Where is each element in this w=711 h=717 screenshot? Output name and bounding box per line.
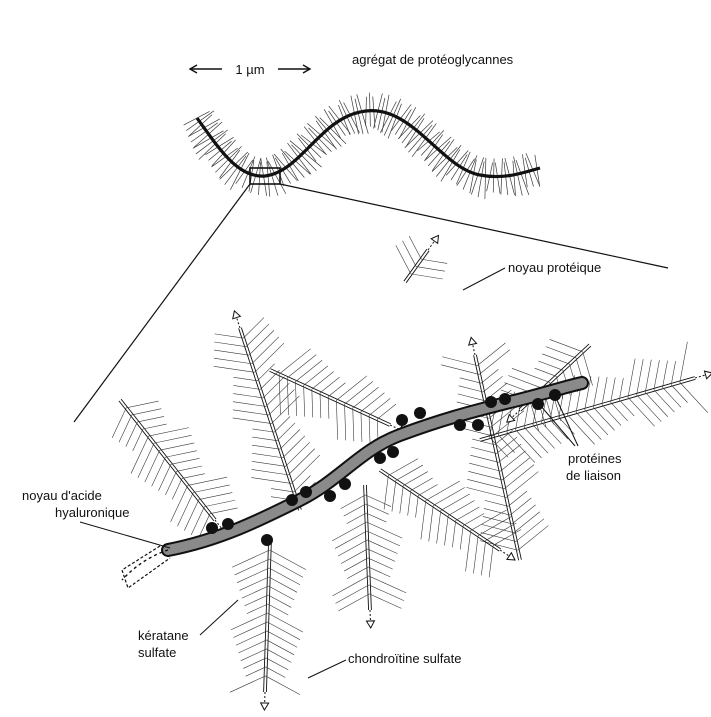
hyaluronic-label-line2: hyaluronique <box>55 505 129 520</box>
scale-bar: 1 µm <box>190 62 310 77</box>
proteoglycan-monomer <box>269 349 406 443</box>
zoom-line-left <box>74 184 250 422</box>
hyaluronic-label-line1: noyau d'acide <box>22 488 102 503</box>
link-protein-dot <box>472 419 484 431</box>
link-protein-dot <box>286 494 298 506</box>
link-protein-dot <box>374 452 386 464</box>
aggregate-label: agrégat de protéoglycannes <box>352 52 514 67</box>
scale-bar-label: 1 µm <box>235 62 264 77</box>
proteoglycan-monomer <box>396 235 447 282</box>
link-protein-dot <box>499 393 511 405</box>
link-protein-dot <box>339 478 351 490</box>
hyaluronic-pointer <box>80 522 170 548</box>
aggregate-bristle <box>485 158 486 199</box>
link-protein-dot <box>387 446 399 458</box>
aggregate-core-strand <box>197 111 540 177</box>
proteoglycan-monomer <box>441 337 548 560</box>
keratan-label-line2: sulfate <box>138 645 176 660</box>
link-protein-dot <box>396 414 408 426</box>
link-protein-dot <box>300 486 312 498</box>
aggregate-bristle <box>478 162 484 197</box>
proteoglycan-monomer <box>230 540 306 710</box>
aggregate-bristles <box>184 93 540 199</box>
link-proteins-label-line2: de liaison <box>566 468 621 483</box>
link-protein-dot <box>324 490 336 502</box>
link-protein-dot <box>261 534 273 546</box>
keratan-label-line1: kératane <box>138 628 189 643</box>
zoom-line-right <box>280 184 668 268</box>
core-protein-pointer <box>463 268 505 290</box>
aggregate-bristle <box>259 162 261 195</box>
link-protein-dot <box>485 396 497 408</box>
aggregate-bristle <box>355 99 363 134</box>
link-protein-dot <box>454 419 466 431</box>
link-proteins-label-line1: protéines <box>568 451 622 466</box>
proteoglycan-monomer <box>112 399 237 539</box>
aggregate-bristle <box>388 104 401 139</box>
keratan-pointer <box>200 600 238 635</box>
link-protein-dot <box>206 522 218 534</box>
link-protein-dot <box>414 407 426 419</box>
proteoglycan-monomer <box>214 311 320 511</box>
chondroitin-label: chondroïtine sulfate <box>348 651 461 666</box>
link-protein-dot <box>222 518 234 530</box>
chondroitin-pointer <box>308 660 346 678</box>
link-protein-dot <box>549 389 561 401</box>
core-protein-label: noyau protéique <box>508 260 601 275</box>
proteoglycan-monomer <box>332 485 406 628</box>
proteoglycan-monomers <box>112 235 711 710</box>
